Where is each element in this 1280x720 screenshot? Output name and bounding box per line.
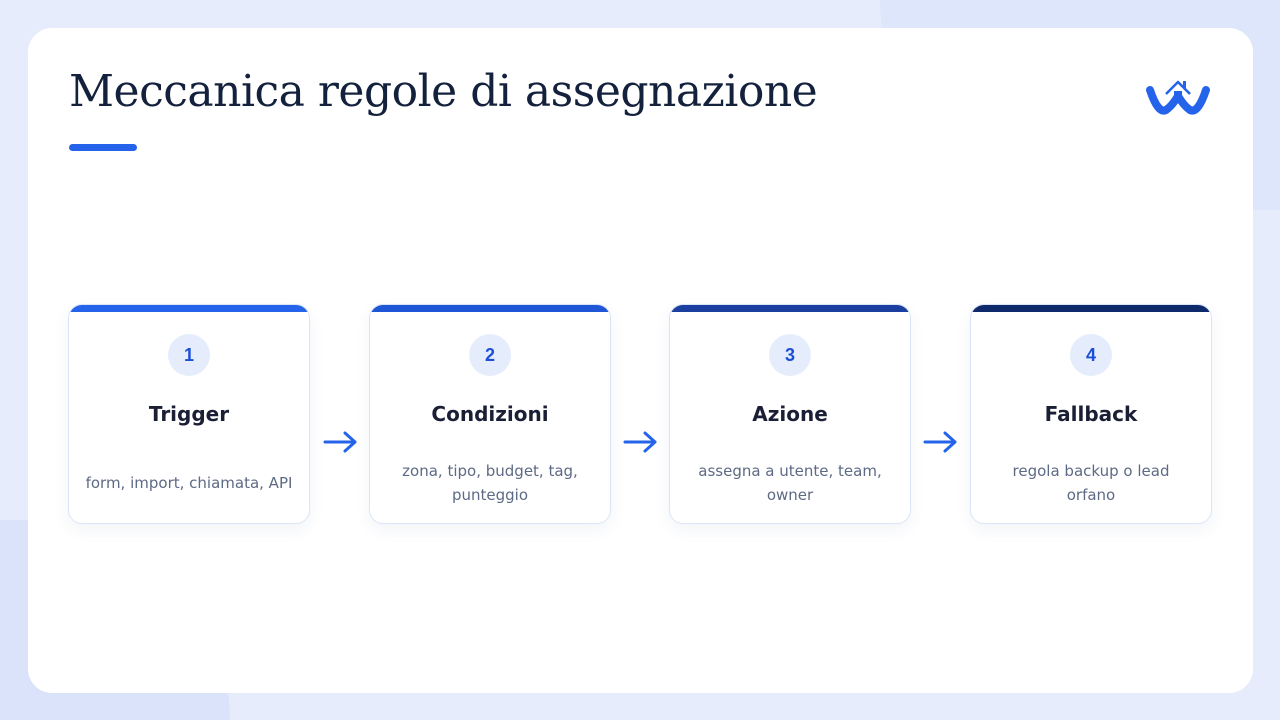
process-steps: 1 Trigger form, import, chiamata, API 2 … [68,304,1214,528]
step-card-azione: 3 Azione assegna a utente, team, owner [669,304,911,524]
arrow-right-icon [623,431,657,453]
step-title: Trigger [148,402,230,426]
step-description: zona, tipo, budget, tag, punteggio [402,462,578,504]
step-number-badge: 1 [168,334,210,376]
slide-title: Meccanica regole di assegnazione [69,66,818,117]
house-w-logo-icon [1146,80,1210,115]
step-description: regola backup o lead orfano [1012,462,1170,504]
step-title: Azione [752,402,828,426]
step-number-badge: 4 [1070,334,1112,376]
step-description: form, import, chiamata, API [85,474,293,492]
step-number-badge: 2 [469,334,511,376]
step-title: Fallback [1044,402,1138,426]
step-title: Condizioni [431,402,549,426]
step-card-fallback: 4 Fallback regola backup o lead orfano [970,304,1212,524]
slide-card: Meccanica regole di assegnazione 1 Trigg… [28,28,1253,693]
step-top-bar [971,305,1211,312]
step-number-badge: 3 [769,334,811,376]
step-top-bar [370,305,610,312]
title-underline [69,144,137,151]
arrow-right-icon [323,431,357,453]
arrow-right-icon [923,431,957,453]
step-top-bar [670,305,910,312]
step-top-bar [69,305,309,312]
step-card-trigger: 1 Trigger form, import, chiamata, API [68,304,310,524]
step-card-condizioni: 2 Condizioni zona, tipo, budget, tag, pu… [369,304,611,524]
step-description: assegna a utente, team, owner [698,462,882,504]
